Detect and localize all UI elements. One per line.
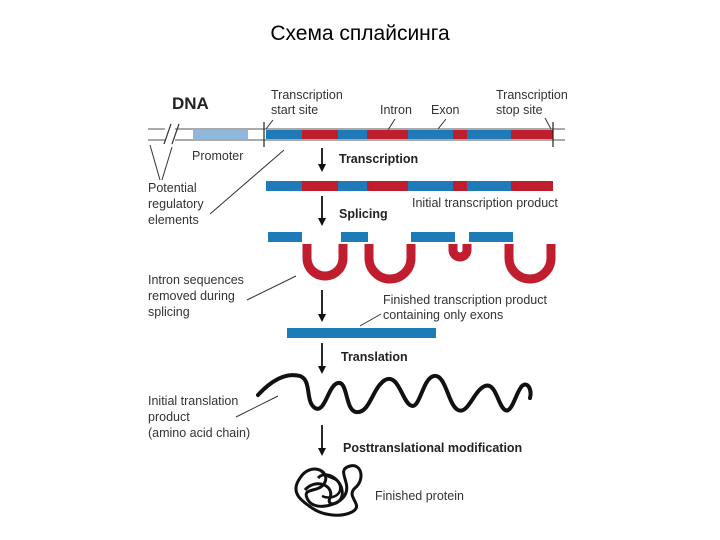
intron-segment <box>453 181 467 191</box>
step-translation: Translation <box>341 350 408 364</box>
exon-segment <box>411 232 455 242</box>
finished-transcription-leader <box>359 313 382 327</box>
step-splicing: Splicing <box>339 207 388 221</box>
initial-translation-label-3: (amino acid chain) <box>148 426 250 440</box>
intron-leader <box>387 118 396 131</box>
promoter-region <box>193 130 248 139</box>
splicing-intermediate <box>268 232 556 284</box>
initial-translation-label-1: Initial translation <box>148 394 238 408</box>
intron-loop <box>504 244 556 284</box>
initial-transcript <box>266 181 553 191</box>
dna-strand <box>148 122 565 147</box>
intron-loop <box>364 244 416 284</box>
exon-segment <box>408 130 453 139</box>
exon-segment <box>469 232 513 242</box>
folded-protein <box>294 464 363 517</box>
step-transcription: Transcription <box>339 152 418 166</box>
intron-loop <box>302 244 348 281</box>
intron-label: Intron <box>380 103 412 117</box>
intron-segment <box>511 130 553 139</box>
finished-transcription-label-1: Finished transcription product <box>383 293 547 307</box>
break-mark <box>163 123 172 145</box>
page-title: Схема сплайсинга <box>270 22 450 45</box>
transcription-start-label-2: start site <box>271 103 318 117</box>
finished-transcription-label-2: containing only exons <box>383 308 503 322</box>
intron-removed-label-1: Intron sequences <box>148 273 244 287</box>
stop-site-leader <box>544 117 552 130</box>
regulatory-label-3: elements <box>148 213 199 227</box>
intron-removed-leader <box>246 275 297 301</box>
exon-segment <box>338 130 367 139</box>
intron-segment <box>367 181 408 191</box>
exon-leader <box>437 118 447 130</box>
regulatory-leader <box>209 149 285 215</box>
intron-segment <box>367 130 408 139</box>
transcription-start-label-1: Transcription <box>271 88 343 102</box>
finished-protein-label: Finished protein <box>375 489 464 503</box>
dna-label: DNA <box>172 94 209 113</box>
mature-mrna <box>287 328 436 338</box>
initial-translation-label-2: product <box>148 410 190 424</box>
exon-label: Exon <box>431 103 460 117</box>
regulatory-label-2: regulatory <box>148 197 204 211</box>
exon-segment <box>268 232 302 242</box>
intron-segment <box>511 181 553 191</box>
exon-segment <box>266 181 302 191</box>
intron-loop <box>448 244 472 262</box>
intron-removed-label-3: splicing <box>148 305 190 319</box>
amino-acid-chain <box>256 373 533 414</box>
start-site-leader <box>265 119 274 130</box>
exon-segment <box>341 232 368 242</box>
promoter-label: Promoter <box>192 149 243 163</box>
exon-segment <box>266 130 302 139</box>
regulatory-label-1: Potential <box>148 181 197 195</box>
initial-translation-leader <box>235 395 279 418</box>
regulatory-leader <box>149 144 161 181</box>
step-posttranslational: Posttranslational modification <box>343 441 522 455</box>
exon-segment <box>408 181 453 191</box>
transcription-stop-label-2: stop site <box>496 103 543 117</box>
transcription-stop-label-1: Transcription <box>496 88 568 102</box>
intron-segment <box>302 181 338 191</box>
initial-transcription-label: Initial transcription product <box>412 196 558 210</box>
intron-segment <box>302 130 338 139</box>
intron-removed-label-2: removed during <box>148 289 235 303</box>
exon-segment <box>338 181 367 191</box>
intron-segment <box>453 130 467 139</box>
regulatory-leader <box>161 146 173 181</box>
exon-segment <box>467 130 511 139</box>
exon-segment <box>467 181 511 191</box>
